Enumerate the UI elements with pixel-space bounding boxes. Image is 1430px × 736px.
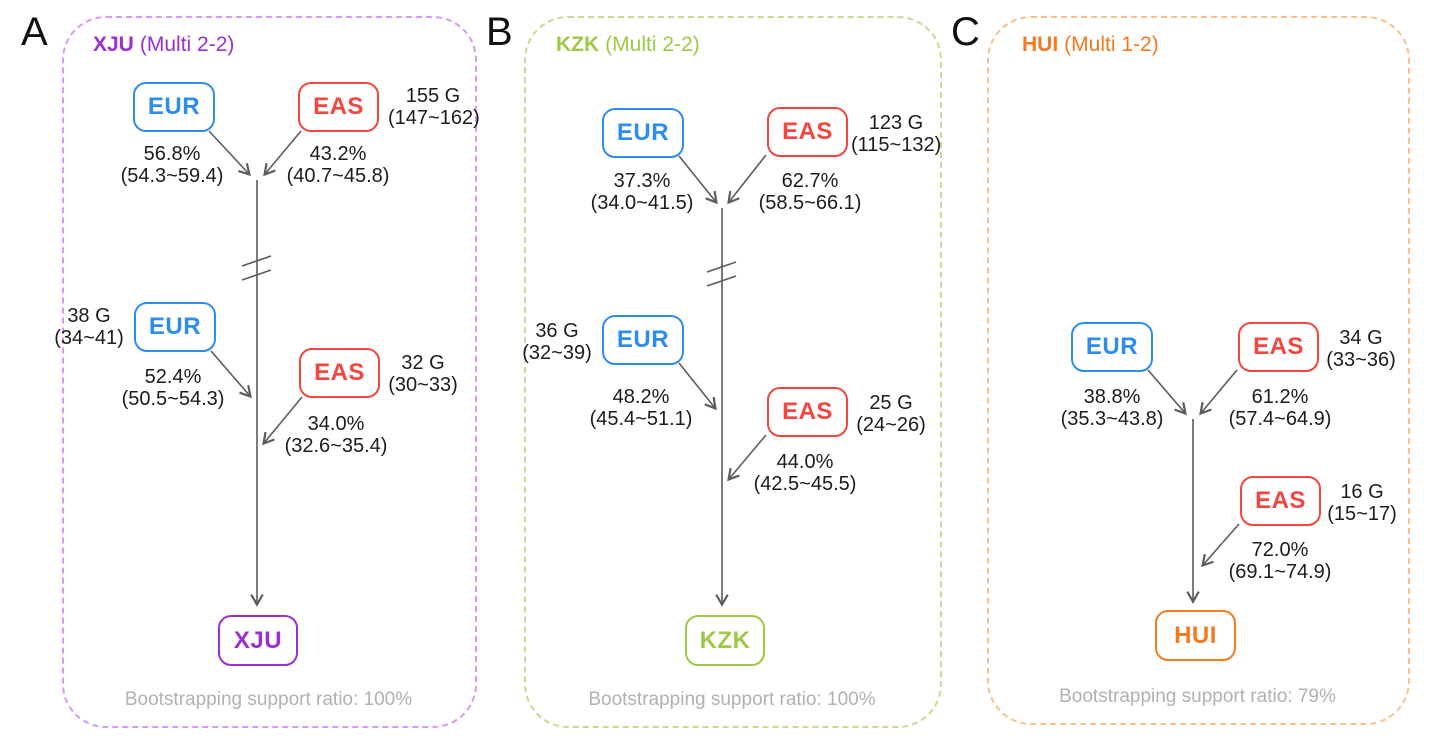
- panel-c-eas-node-2: EAS: [1240, 476, 1321, 526]
- panel-a-generation-label-3: 32 G (30~33): [388, 352, 458, 396]
- panel-b-generation-label-2: 36 G (32~39): [522, 320, 592, 364]
- panel-c-letter: C: [951, 10, 980, 54]
- panel-b-model-label: (Multi 2-2): [605, 33, 700, 56]
- panel-b-eur-node-1: EUR: [602, 108, 684, 158]
- panel-b-letter: B: [486, 10, 513, 54]
- panel-a-title: XJU(Multi 2-2): [93, 33, 234, 57]
- panel-a-proportion-eur-2: 52.4% (50.5~54.3): [121, 366, 225, 410]
- panel-b-proportion-eas-2: 44.0% (42.5~45.5): [753, 451, 857, 495]
- panel-b-proportion-eas-1: 62.7% (58.5~66.1): [758, 170, 862, 214]
- panel-a-eur-node-2: EUR: [134, 302, 216, 352]
- panel-b-eas-node-2: EAS: [767, 387, 848, 437]
- panel-b-eas-node-1: EAS: [767, 107, 848, 157]
- panel-b-eur-node-2: EUR: [602, 315, 684, 365]
- panel-a-frame: [62, 16, 477, 728]
- panel-b-target-node: KZK: [685, 615, 765, 666]
- panel-a-proportion-eas-2: 34.0% (32.6~35.4): [284, 413, 388, 457]
- panel-a-generation-label-1: 155 G (147~162): [388, 85, 480, 129]
- panel-a-generation-label-2: 38 G (34~41): [54, 305, 124, 349]
- panel-c-bootstrap-note: Bootstrapping support ratio: 79%: [1059, 686, 1336, 707]
- panel-c-population-name: HUI: [1022, 33, 1059, 56]
- panel-b-proportion-eur-2: 48.2% (45.4~51.1): [589, 386, 693, 430]
- panel-c-generation-label-2: 16 G (15~17): [1327, 481, 1397, 525]
- panel-c-generation-label-1: 34 G (33~36): [1326, 327, 1396, 371]
- panel-c-title: HUI(Multi 1-2): [1022, 33, 1159, 57]
- panel-c-proportion-eas-1: 61.2% (57.4~64.9): [1228, 386, 1332, 430]
- panel-a-bootstrap-note: Bootstrapping support ratio: 100%: [124, 689, 413, 710]
- panel-c-eur-node-1: EUR: [1071, 322, 1153, 372]
- panel-a-proportion-eas-1: 43.2% (40.7~45.8): [286, 143, 390, 187]
- panel-b-population-name: KZK: [556, 33, 600, 56]
- panel-a-eas-node-2: EAS: [299, 348, 380, 398]
- panel-b-title: KZK(Multi 2-2): [556, 33, 700, 57]
- panel-a-population-name: XJU: [93, 33, 134, 56]
- panel-b-generation-label-3: 25 G (24~26): [856, 392, 926, 436]
- panel-a-eas-node-1: EAS: [298, 82, 379, 132]
- panel-c-proportion-eas-2: 72.0% (69.1~74.9): [1228, 539, 1332, 583]
- panel-b-generation-label-1: 123 G (115~132): [851, 112, 942, 156]
- panel-a-target-node: XJU: [218, 615, 298, 666]
- panel-b-frame: [524, 16, 942, 728]
- panel-a-proportion-eur-1: 56.8% (54.3~59.4): [120, 143, 224, 187]
- panel-c-eas-node-1: EAS: [1238, 322, 1319, 372]
- panel-c-frame: [987, 16, 1410, 725]
- panel-a-letter: A: [21, 10, 48, 54]
- panel-c-target-node: HUI: [1155, 610, 1236, 661]
- panel-c-model-label: (Multi 1-2): [1064, 33, 1159, 56]
- panel-b-bootstrap-note: Bootstrapping support ratio: 100%: [588, 689, 876, 710]
- panel-c-proportion-eur-1: 38.8% (35.3~43.8): [1060, 386, 1164, 430]
- panel-b-proportion-eur-1: 37.3% (34.0~41.5): [590, 170, 694, 214]
- panel-a-eur-node-1: EUR: [133, 82, 215, 132]
- panel-a-model-label: (Multi 2-2): [139, 33, 235, 56]
